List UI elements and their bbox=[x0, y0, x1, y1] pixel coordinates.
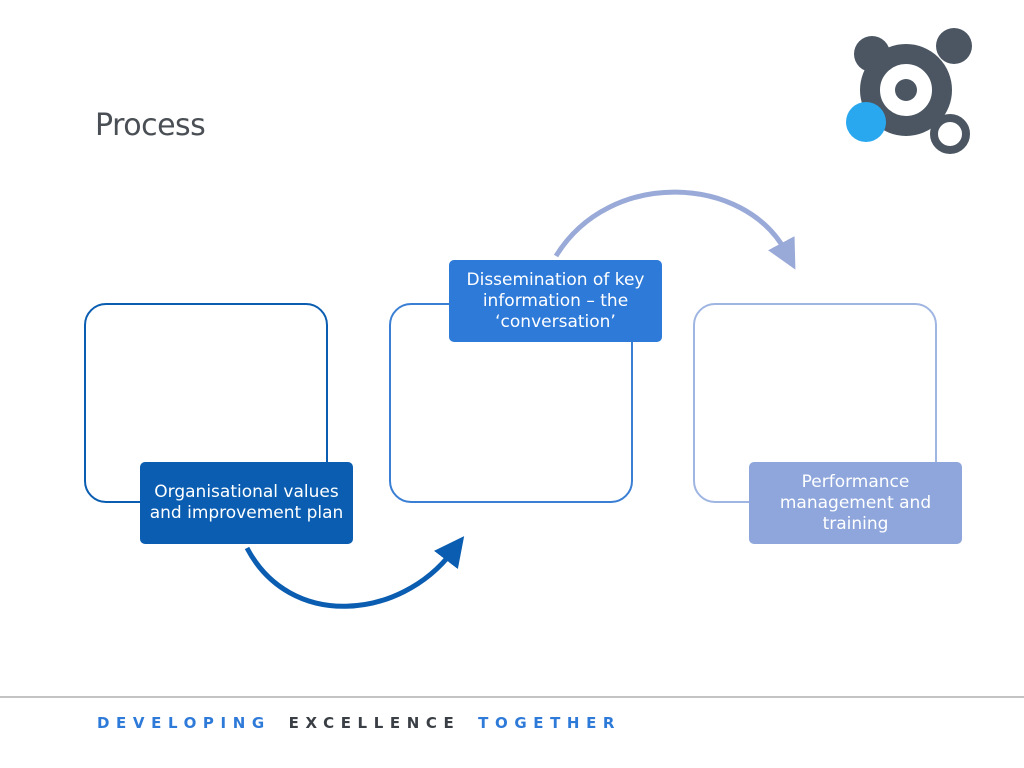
page-title: Process bbox=[95, 108, 206, 143]
arrow-step2-to-step3 bbox=[553, 189, 796, 270]
step-2-label: Dissemination of key information – the ‘… bbox=[466, 269, 645, 332]
footer-word-3: TOGETHER bbox=[478, 714, 622, 732]
footer-word-1: DEVELOPING bbox=[97, 714, 271, 732]
arrow-step1-to-step2 bbox=[244, 536, 465, 609]
step-2-label-box: Dissemination of key information – the ‘… bbox=[449, 260, 662, 342]
logo-top-right-dot bbox=[936, 28, 972, 64]
footer-divider bbox=[0, 696, 1024, 698]
logo-top-left-dot bbox=[854, 36, 890, 72]
logo-bottom-ring bbox=[930, 114, 970, 154]
footer-word-2: EXCELLENCE bbox=[288, 714, 461, 732]
circles-logo-icon bbox=[846, 28, 972, 154]
logo-ring bbox=[860, 44, 952, 136]
step-1-label-box: Organisational values and improvement pl… bbox=[140, 462, 353, 544]
step-1-label: Organisational values and improvement pl… bbox=[149, 482, 344, 523]
logo-center-dot bbox=[895, 79, 917, 101]
footer-tagline: DEVELOPING EXCELLENCE TOGETHER bbox=[97, 714, 627, 732]
step-3-label-box: Performance management and training bbox=[749, 462, 962, 544]
step-3-label: Performance management and training bbox=[779, 471, 932, 534]
logo-accent-dot bbox=[846, 102, 886, 142]
